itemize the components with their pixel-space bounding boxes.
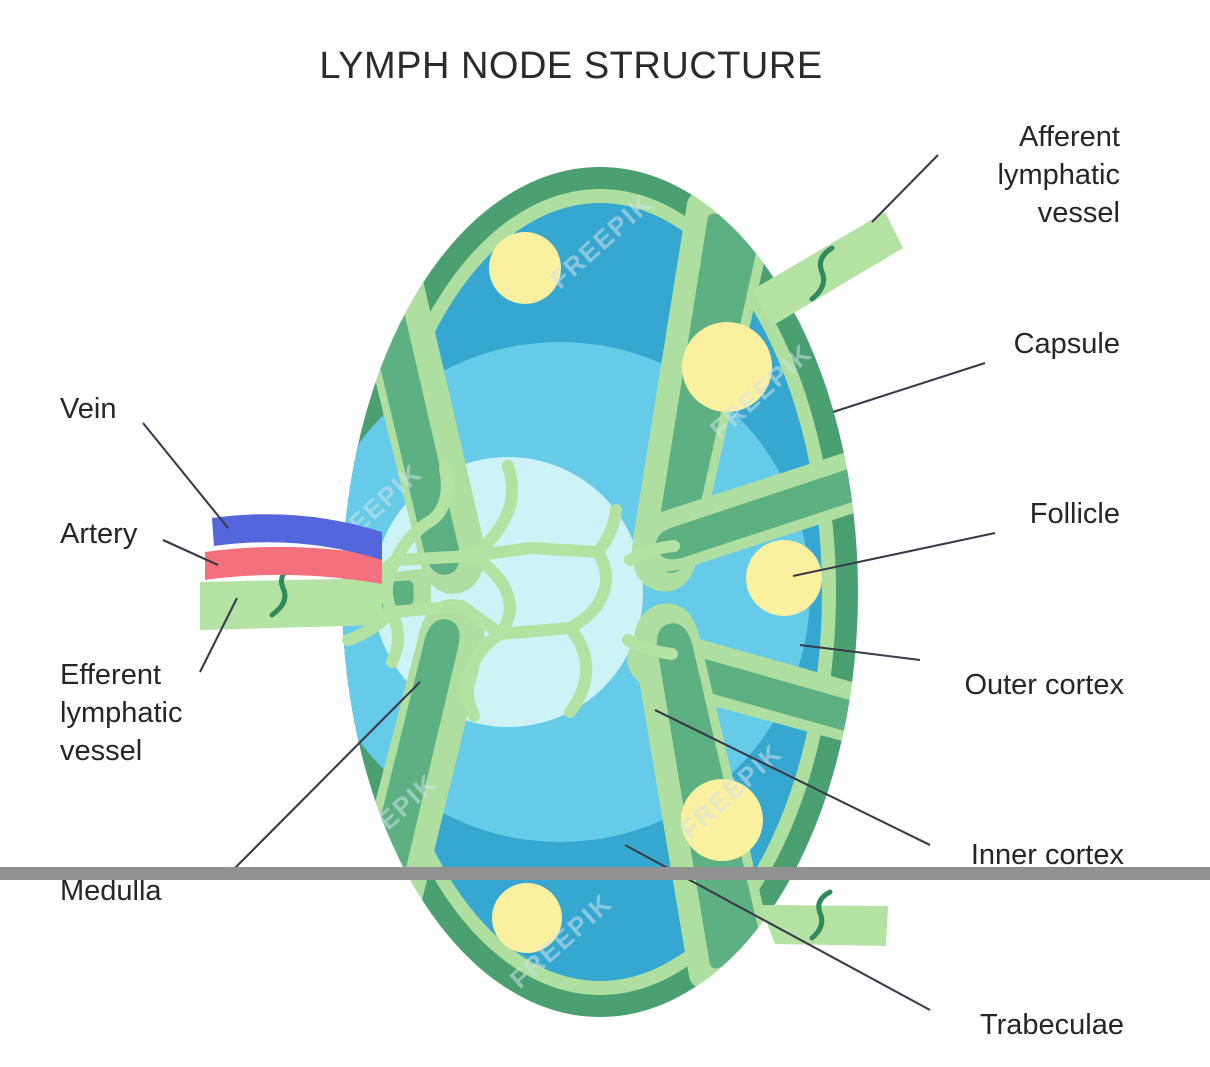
lymph-node-body: FREEPIK FREEPIK FREEPIK FREEPIK FREEPIK …: [200, 167, 903, 1017]
label-inner-cortex: Inner cortex: [970, 839, 1124, 871]
leader-follicle: [792, 531, 996, 578]
afferent-lymphatic-vessel-upper: [752, 212, 903, 326]
label-outer-cortex: Outer cortex: [964, 669, 1124, 701]
leader-afferent: [871, 154, 939, 223]
label-medulla: Medulla: [60, 875, 162, 907]
follicle: [746, 540, 822, 616]
page-title: LYMPH NODE STRUCTURE: [319, 45, 823, 87]
follicle: [681, 779, 763, 861]
leader-lines-group: [142, 154, 996, 1011]
leader-efferent: [199, 597, 238, 673]
hilum-vessels: [200, 514, 382, 630]
follicle: [682, 322, 772, 412]
leader-outer-cortex: [799, 643, 921, 662]
vein-vessel: [212, 514, 382, 560]
follicles-group: [489, 232, 822, 953]
leader-medulla: [234, 681, 421, 869]
label-trabeculae: Trabeculae: [979, 1009, 1124, 1041]
label-follicle: Follicle: [1029, 498, 1120, 530]
gray-overlay-bar: [0, 867, 1210, 880]
leader-artery: [162, 539, 219, 566]
artery-vessel: [205, 546, 382, 584]
follicle: [492, 883, 562, 953]
label-artery: Artery: [60, 518, 138, 550]
medullary-cord-network: [334, 460, 680, 722]
leader-inner-cortex: [654, 709, 931, 846]
leader-vein: [142, 422, 229, 529]
label-capsule: Capsule: [1013, 328, 1120, 360]
label-vein: Vein: [60, 393, 117, 425]
label-efferent-lymphatic-vessel: Efferent lymphatic vessel: [60, 659, 183, 767]
follicle: [489, 232, 561, 304]
label-afferent-lymphatic-vessel: Afferent lymphatic vessel: [997, 121, 1121, 229]
leader-capsule: [832, 362, 986, 413]
afferent-lymphatic-vessel-lower: [760, 889, 888, 946]
